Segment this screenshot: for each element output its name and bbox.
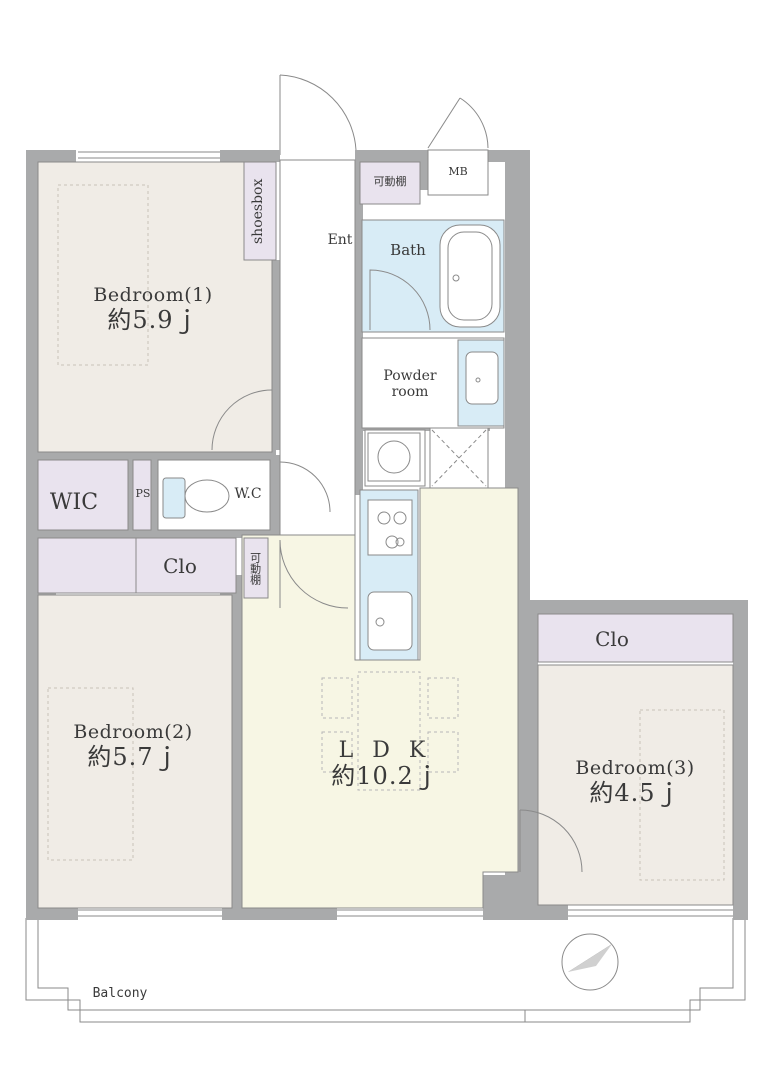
- shoesbox-label: shoesbox: [250, 178, 266, 244]
- bedroom3-floor: [537, 664, 734, 906]
- dining-table: [321, 671, 459, 791]
- wic-label: WIC: [49, 490, 99, 515]
- bedroom1-size: 約5.9ｊ: [107, 305, 199, 334]
- bedroom2-name: Bedroom(2): [73, 721, 193, 743]
- bedroom3-name: Bedroom(3): [575, 757, 695, 779]
- shoesbox: [243, 161, 277, 261]
- storage-areas: [37, 161, 734, 663]
- ldk-size: 約10.2ｊ: [331, 762, 439, 791]
- entrance-label: Ent: [327, 232, 353, 248]
- shelf-entrance-label: 可動棚: [373, 175, 407, 188]
- clo-left-a: [37, 537, 137, 594]
- powder-line1: Powder: [383, 368, 437, 384]
- bedroom2-label: Bedroom(2) 約5.7ｊ: [38, 721, 228, 771]
- bedroom3-label: Bedroom(3) 約4.5ｊ: [540, 757, 730, 807]
- balcony-outline: [25, 918, 746, 1023]
- fixtures: [162, 224, 501, 651]
- balcony-label: Balcony: [92, 986, 148, 1001]
- door-swings: [211, 389, 583, 873]
- powder-room-label: Powder room: [365, 368, 455, 400]
- bedroom-floors: [37, 161, 734, 909]
- beds: [47, 184, 725, 881]
- clo-right-label: Clo: [595, 627, 629, 651]
- mb-box: [427, 149, 489, 196]
- powder-line2: room: [391, 384, 429, 401]
- bedroom2-size: 約5.7ｊ: [87, 742, 179, 771]
- wic: [37, 459, 129, 531]
- corridor-floor: [279, 159, 356, 536]
- entrance-door-swing: [279, 74, 489, 155]
- clo-left-label: Clo: [163, 554, 197, 578]
- bedroom3-size: 約4.5ｊ: [589, 778, 681, 807]
- ldk-name: L D K: [338, 738, 432, 763]
- bedroom2-floor: [37, 594, 233, 909]
- bedroom1-label: Bedroom(1) 約5.9ｊ: [58, 284, 248, 334]
- clo-right: [537, 613, 734, 663]
- ps-label: PS: [135, 487, 151, 500]
- compass-icon: [561, 933, 619, 991]
- bedroom1-floor: [37, 161, 273, 453]
- ps: [132, 459, 152, 531]
- shelf-entrance: [359, 161, 421, 205]
- windows: [78, 151, 733, 917]
- shelf-hall: [243, 537, 269, 599]
- clo-left-b: [135, 537, 237, 594]
- mb-label: MB: [448, 165, 468, 178]
- bedroom1-name: Bedroom(1): [93, 284, 213, 306]
- ldk-floor: [241, 487, 519, 909]
- ldk-label: L D K 約10.2ｊ: [290, 738, 480, 791]
- wc-label: W.C: [234, 486, 262, 502]
- shelf-hall-label: 可動棚: [248, 551, 262, 585]
- bath-label: Bath: [390, 241, 426, 259]
